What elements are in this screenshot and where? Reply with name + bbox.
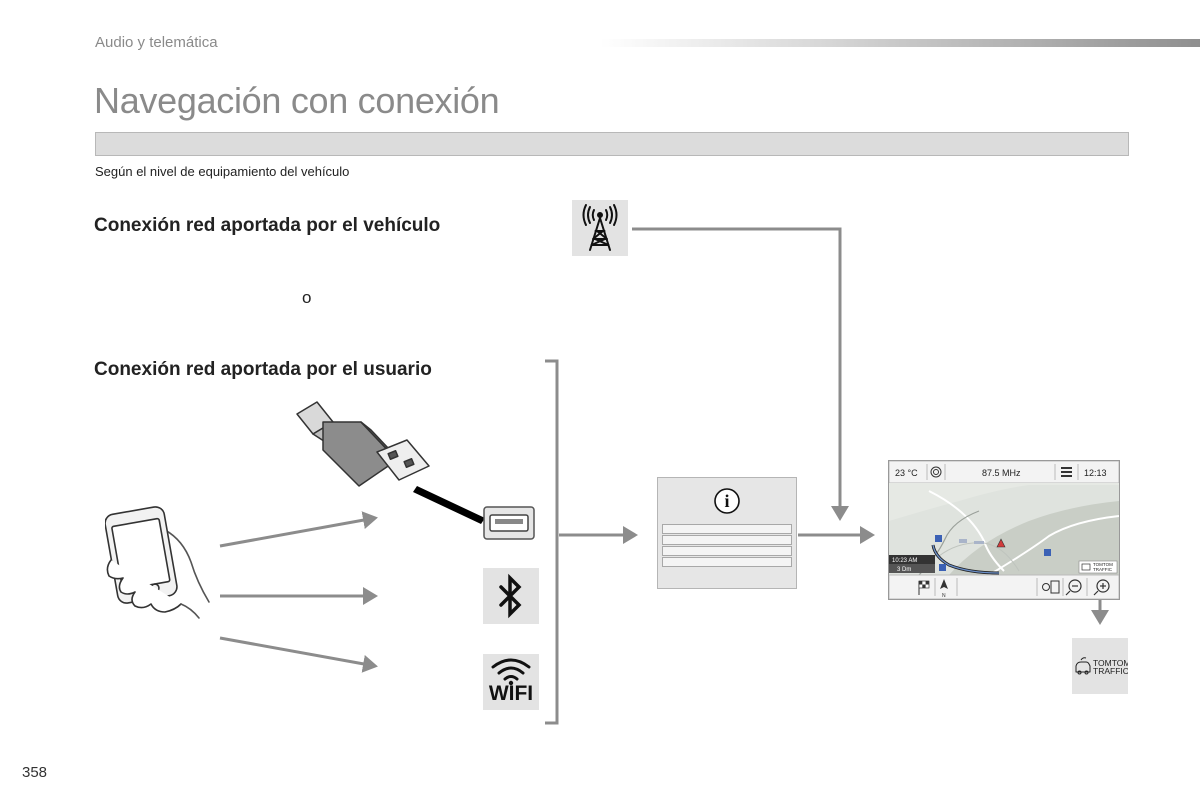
title-band	[95, 132, 1129, 156]
compass-icon: N	[940, 579, 948, 599]
header-gradient-bar	[600, 39, 1200, 47]
antenna-icon	[572, 200, 628, 256]
info-symbol: i	[724, 491, 729, 511]
zoom-out-icon	[1065, 579, 1082, 596]
screen-time: 12:13	[1084, 468, 1107, 478]
screen-traffic-line2: TRAFFIC	[1093, 567, 1113, 572]
zoom-in-icon	[1093, 579, 1110, 596]
traffic-line1: TOMTOM	[1093, 658, 1128, 668]
vehicle-connection-heading: Conexión red aportada por el vehículo	[94, 215, 441, 236]
info-row	[662, 524, 792, 534]
finish-flag-icon	[918, 580, 930, 595]
target-icon	[930, 466, 942, 478]
screen-status-time: 10:23 AM	[892, 558, 917, 564]
info-row	[662, 546, 792, 556]
smartphone-icon	[104, 500, 215, 625]
screen-distance: 3 Dm	[897, 567, 911, 573]
wifi-label: WIFI	[488, 682, 534, 705]
tomtom-traffic-icon: TOMTOM TRAFFIC	[1072, 638, 1128, 694]
map-settings-icon	[1042, 580, 1060, 594]
user-connection-heading: Conexión red aportada por el usuario	[94, 359, 432, 380]
screen-frequency: 87.5 MHz	[982, 468, 1021, 478]
antenna-to-screen-line	[632, 227, 849, 521]
info-row	[662, 535, 792, 545]
bluetooth-icon	[483, 568, 539, 624]
phone-arrows	[219, 511, 378, 673]
navigation-screen: 23 °C 87.5 MHz 12:13	[888, 460, 1120, 600]
or-label: o	[302, 288, 312, 307]
wifi-icon: WIFI	[483, 654, 539, 710]
section-label: Audio y telemática	[95, 34, 218, 51]
equipment-note: Según el nivel de equipamiento del vehíc…	[95, 164, 350, 179]
info-icon: i	[714, 488, 740, 514]
info-panel: i	[657, 477, 797, 589]
page-title: Navegación con conexión	[94, 80, 500, 121]
screen-traffic-line1: TOMTOM	[1093, 562, 1113, 567]
screen-temperature: 23 °C	[895, 468, 918, 478]
menu-icon	[1061, 467, 1072, 477]
user-connection-bracket	[545, 359, 559, 725]
traffic-line2: TRAFFIC	[1093, 666, 1128, 676]
usb-port-icon	[483, 506, 535, 540]
page-number: 358	[22, 764, 48, 781]
map-view: 10:23 AM 3 Dm TOMTOM TRAFFIC	[889, 483, 1120, 576]
screen-compass-label: N	[942, 593, 946, 599]
usb-cable-icon	[295, 400, 495, 525]
info-row	[662, 557, 792, 567]
